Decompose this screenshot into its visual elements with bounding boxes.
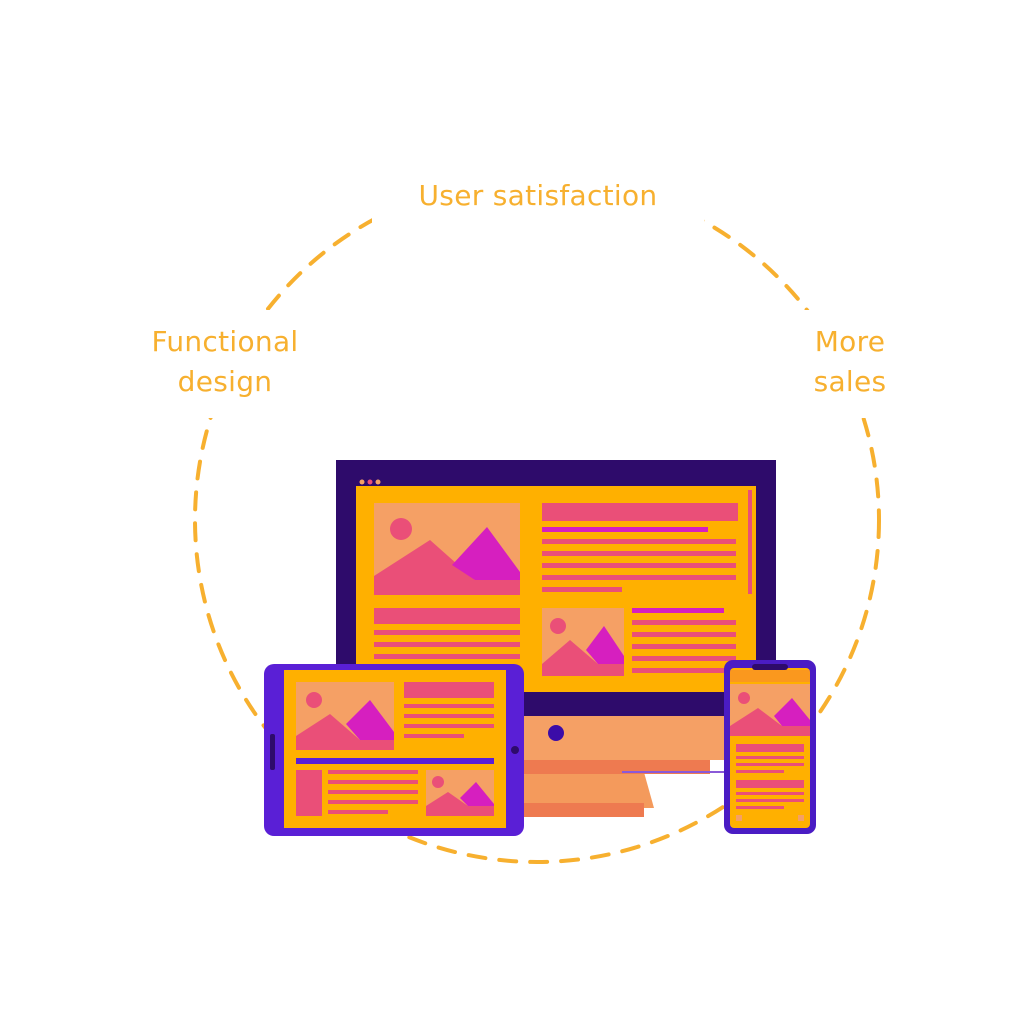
tablet-icon bbox=[264, 664, 524, 836]
label-more-sales-line1: More bbox=[814, 325, 886, 358]
label-functional-design-line2: design bbox=[177, 365, 273, 398]
label-more-sales: More sales bbox=[770, 322, 930, 402]
smartphone-icon bbox=[724, 660, 816, 834]
desktop-monitor-icon bbox=[336, 460, 776, 817]
label-more-sales-line2: sales bbox=[813, 365, 887, 398]
label-user-satisfaction-text: User satisfaction bbox=[418, 179, 658, 212]
label-functional-design-line1: Functional bbox=[151, 325, 299, 358]
label-functional-design: Functional design bbox=[120, 322, 330, 402]
monitor-power-dot bbox=[548, 725, 564, 741]
label-user-satisfaction: User satisfaction bbox=[360, 176, 716, 216]
